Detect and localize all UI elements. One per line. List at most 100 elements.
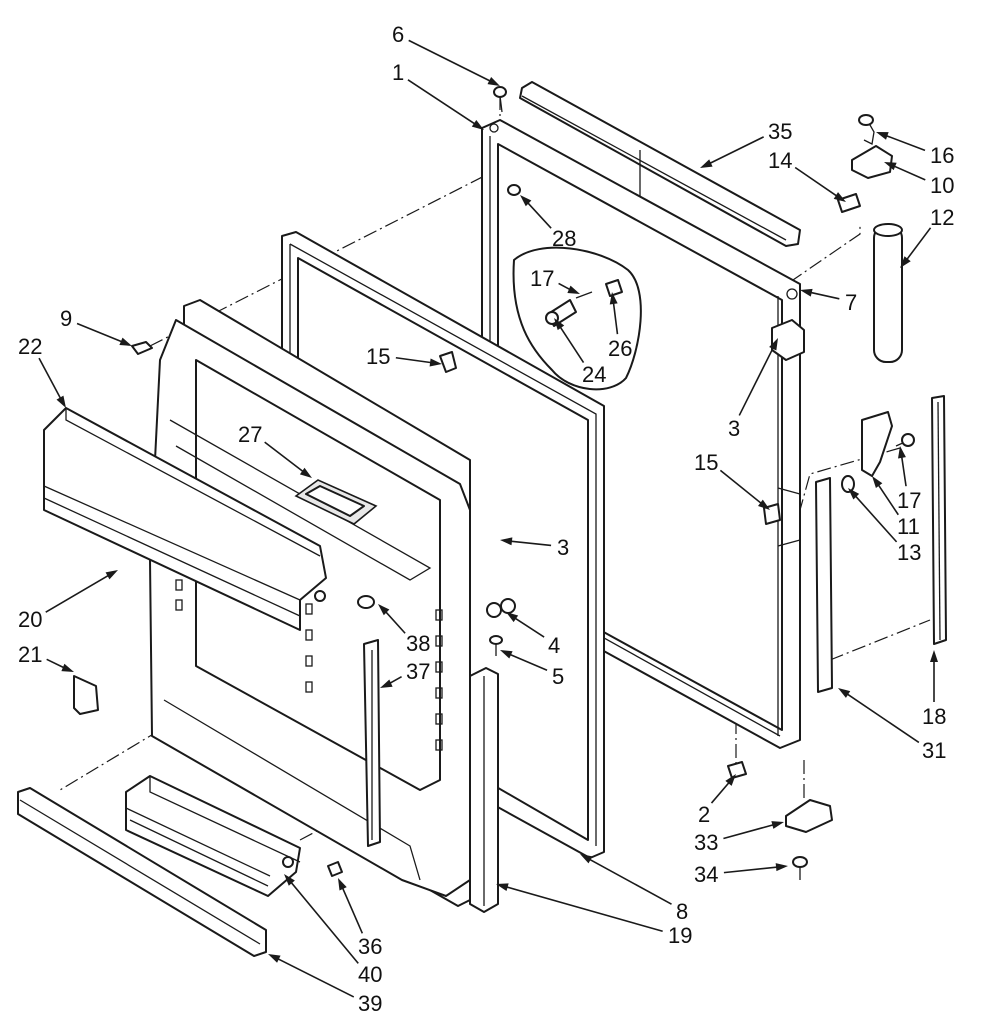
callout-38: 38 xyxy=(406,631,430,656)
callout-34: 34 xyxy=(694,862,718,887)
callout-22: 22 xyxy=(18,334,42,359)
arrowhead-16 xyxy=(876,132,889,140)
arrowhead-35 xyxy=(700,159,713,168)
part-21-shelf-clip xyxy=(73,675,99,715)
part-11-hinge-pin-assembly xyxy=(841,411,915,493)
callout-24: 24 xyxy=(582,362,606,387)
arrowhead-13 xyxy=(848,488,860,500)
leader-line-33 xyxy=(723,823,777,840)
callout-28: 28 xyxy=(552,226,576,251)
leader-line-14 xyxy=(794,166,840,199)
callout-17: 17 xyxy=(530,266,554,291)
callout-19: 19 xyxy=(668,923,692,948)
callout-10: 10 xyxy=(930,173,954,198)
arrowhead-24 xyxy=(554,318,565,331)
leader-line-27 xyxy=(264,441,306,475)
callout-8: 8 xyxy=(676,899,688,924)
part-35-top-trim xyxy=(519,81,801,247)
arrowhead-34 xyxy=(775,863,788,872)
part-31-side-trim-strip xyxy=(815,477,833,693)
arrowhead-9 xyxy=(119,337,132,346)
arrowhead-11 xyxy=(872,476,883,489)
arrowhead-19 xyxy=(496,883,509,892)
callout-36: 36 xyxy=(358,934,382,959)
part-10-top-hinge xyxy=(837,114,893,213)
part-27-dairy-compartment xyxy=(294,479,378,525)
callout-5: 5 xyxy=(552,664,564,689)
leader-line-34 xyxy=(723,865,781,874)
arrowhead-38 xyxy=(378,604,390,616)
leader-line-40 xyxy=(288,879,359,964)
arrowhead-3 xyxy=(769,338,778,351)
arrowhead-40 xyxy=(284,874,295,886)
arrowhead-12 xyxy=(900,256,911,268)
arrowhead-2 xyxy=(725,774,736,786)
leader-line-19 xyxy=(503,885,663,933)
leader-line-5 xyxy=(506,652,548,672)
arrowhead-28 xyxy=(520,195,532,207)
leader-line-9 xyxy=(76,322,125,344)
leader-line-13 xyxy=(852,493,898,543)
leader-line-36 xyxy=(340,884,364,934)
arrowhead-1 xyxy=(471,119,484,130)
leader-line-15 xyxy=(719,469,765,506)
leader-line-31 xyxy=(844,691,920,744)
callout-2: 2 xyxy=(698,802,710,827)
arrowhead-15 xyxy=(429,358,442,367)
leader-line-3 xyxy=(738,344,776,416)
arrowhead-7 xyxy=(800,288,813,297)
leader-line-26 xyxy=(612,299,619,335)
arrowhead-36 xyxy=(338,878,347,891)
arrowhead-18 xyxy=(930,650,938,662)
callout-17: 17 xyxy=(897,488,921,513)
leader-line-28 xyxy=(525,200,552,229)
arrowhead-31 xyxy=(838,688,851,698)
callout-20: 20 xyxy=(18,607,42,632)
callout-35: 35 xyxy=(768,119,792,144)
leader-line-1 xyxy=(407,79,478,127)
leader-line-17 xyxy=(900,453,907,487)
part-40-lower-door-bin xyxy=(125,775,301,897)
arrowhead-3 xyxy=(500,537,513,546)
arrowhead-17 xyxy=(567,285,580,294)
callout-9: 9 xyxy=(60,306,72,331)
callout-15: 15 xyxy=(366,344,390,369)
leader-line-6 xyxy=(408,39,494,84)
callout-18: 18 xyxy=(922,704,946,729)
leader-line-8 xyxy=(586,857,672,905)
callout-31: 31 xyxy=(922,738,946,763)
arrowhead-22 xyxy=(56,395,66,408)
leader-line-10 xyxy=(891,164,926,181)
part-18-side-gasket-strip xyxy=(931,395,947,645)
part-22-upper-door-shelf xyxy=(43,407,327,631)
leader-line-11 xyxy=(876,481,899,516)
leader-line-22 xyxy=(38,357,63,402)
callout-3: 3 xyxy=(728,416,740,441)
callout-leader-lines xyxy=(38,39,938,998)
arrowhead-37 xyxy=(380,679,393,688)
arrowhead-27 xyxy=(299,467,312,478)
callout-15: 15 xyxy=(694,450,718,475)
part-19-breaker-strip xyxy=(469,667,499,913)
callout-3: 3 xyxy=(557,535,569,560)
arrowhead-21 xyxy=(61,663,74,672)
callout-16: 16 xyxy=(930,143,954,168)
callout-21: 21 xyxy=(18,642,42,667)
arrowhead-14 xyxy=(833,192,846,202)
part-39-bottom-trim xyxy=(17,787,267,957)
callout-4: 4 xyxy=(548,633,560,658)
leader-line-3 xyxy=(507,540,552,547)
leader-line-16 xyxy=(883,133,926,152)
arrowhead-4 xyxy=(506,612,519,623)
arrowhead-39 xyxy=(268,954,281,963)
leader-line-4 xyxy=(512,615,545,638)
callout-14: 14 xyxy=(768,148,792,173)
callout-6: 6 xyxy=(392,22,404,47)
part-37-retainer-bar xyxy=(363,639,381,847)
arrowhead-15 xyxy=(758,499,770,510)
callout-37: 37 xyxy=(406,659,430,684)
leader-line-20 xyxy=(45,573,112,613)
leader-line-15 xyxy=(395,356,435,364)
leader-line-2 xyxy=(710,779,732,804)
